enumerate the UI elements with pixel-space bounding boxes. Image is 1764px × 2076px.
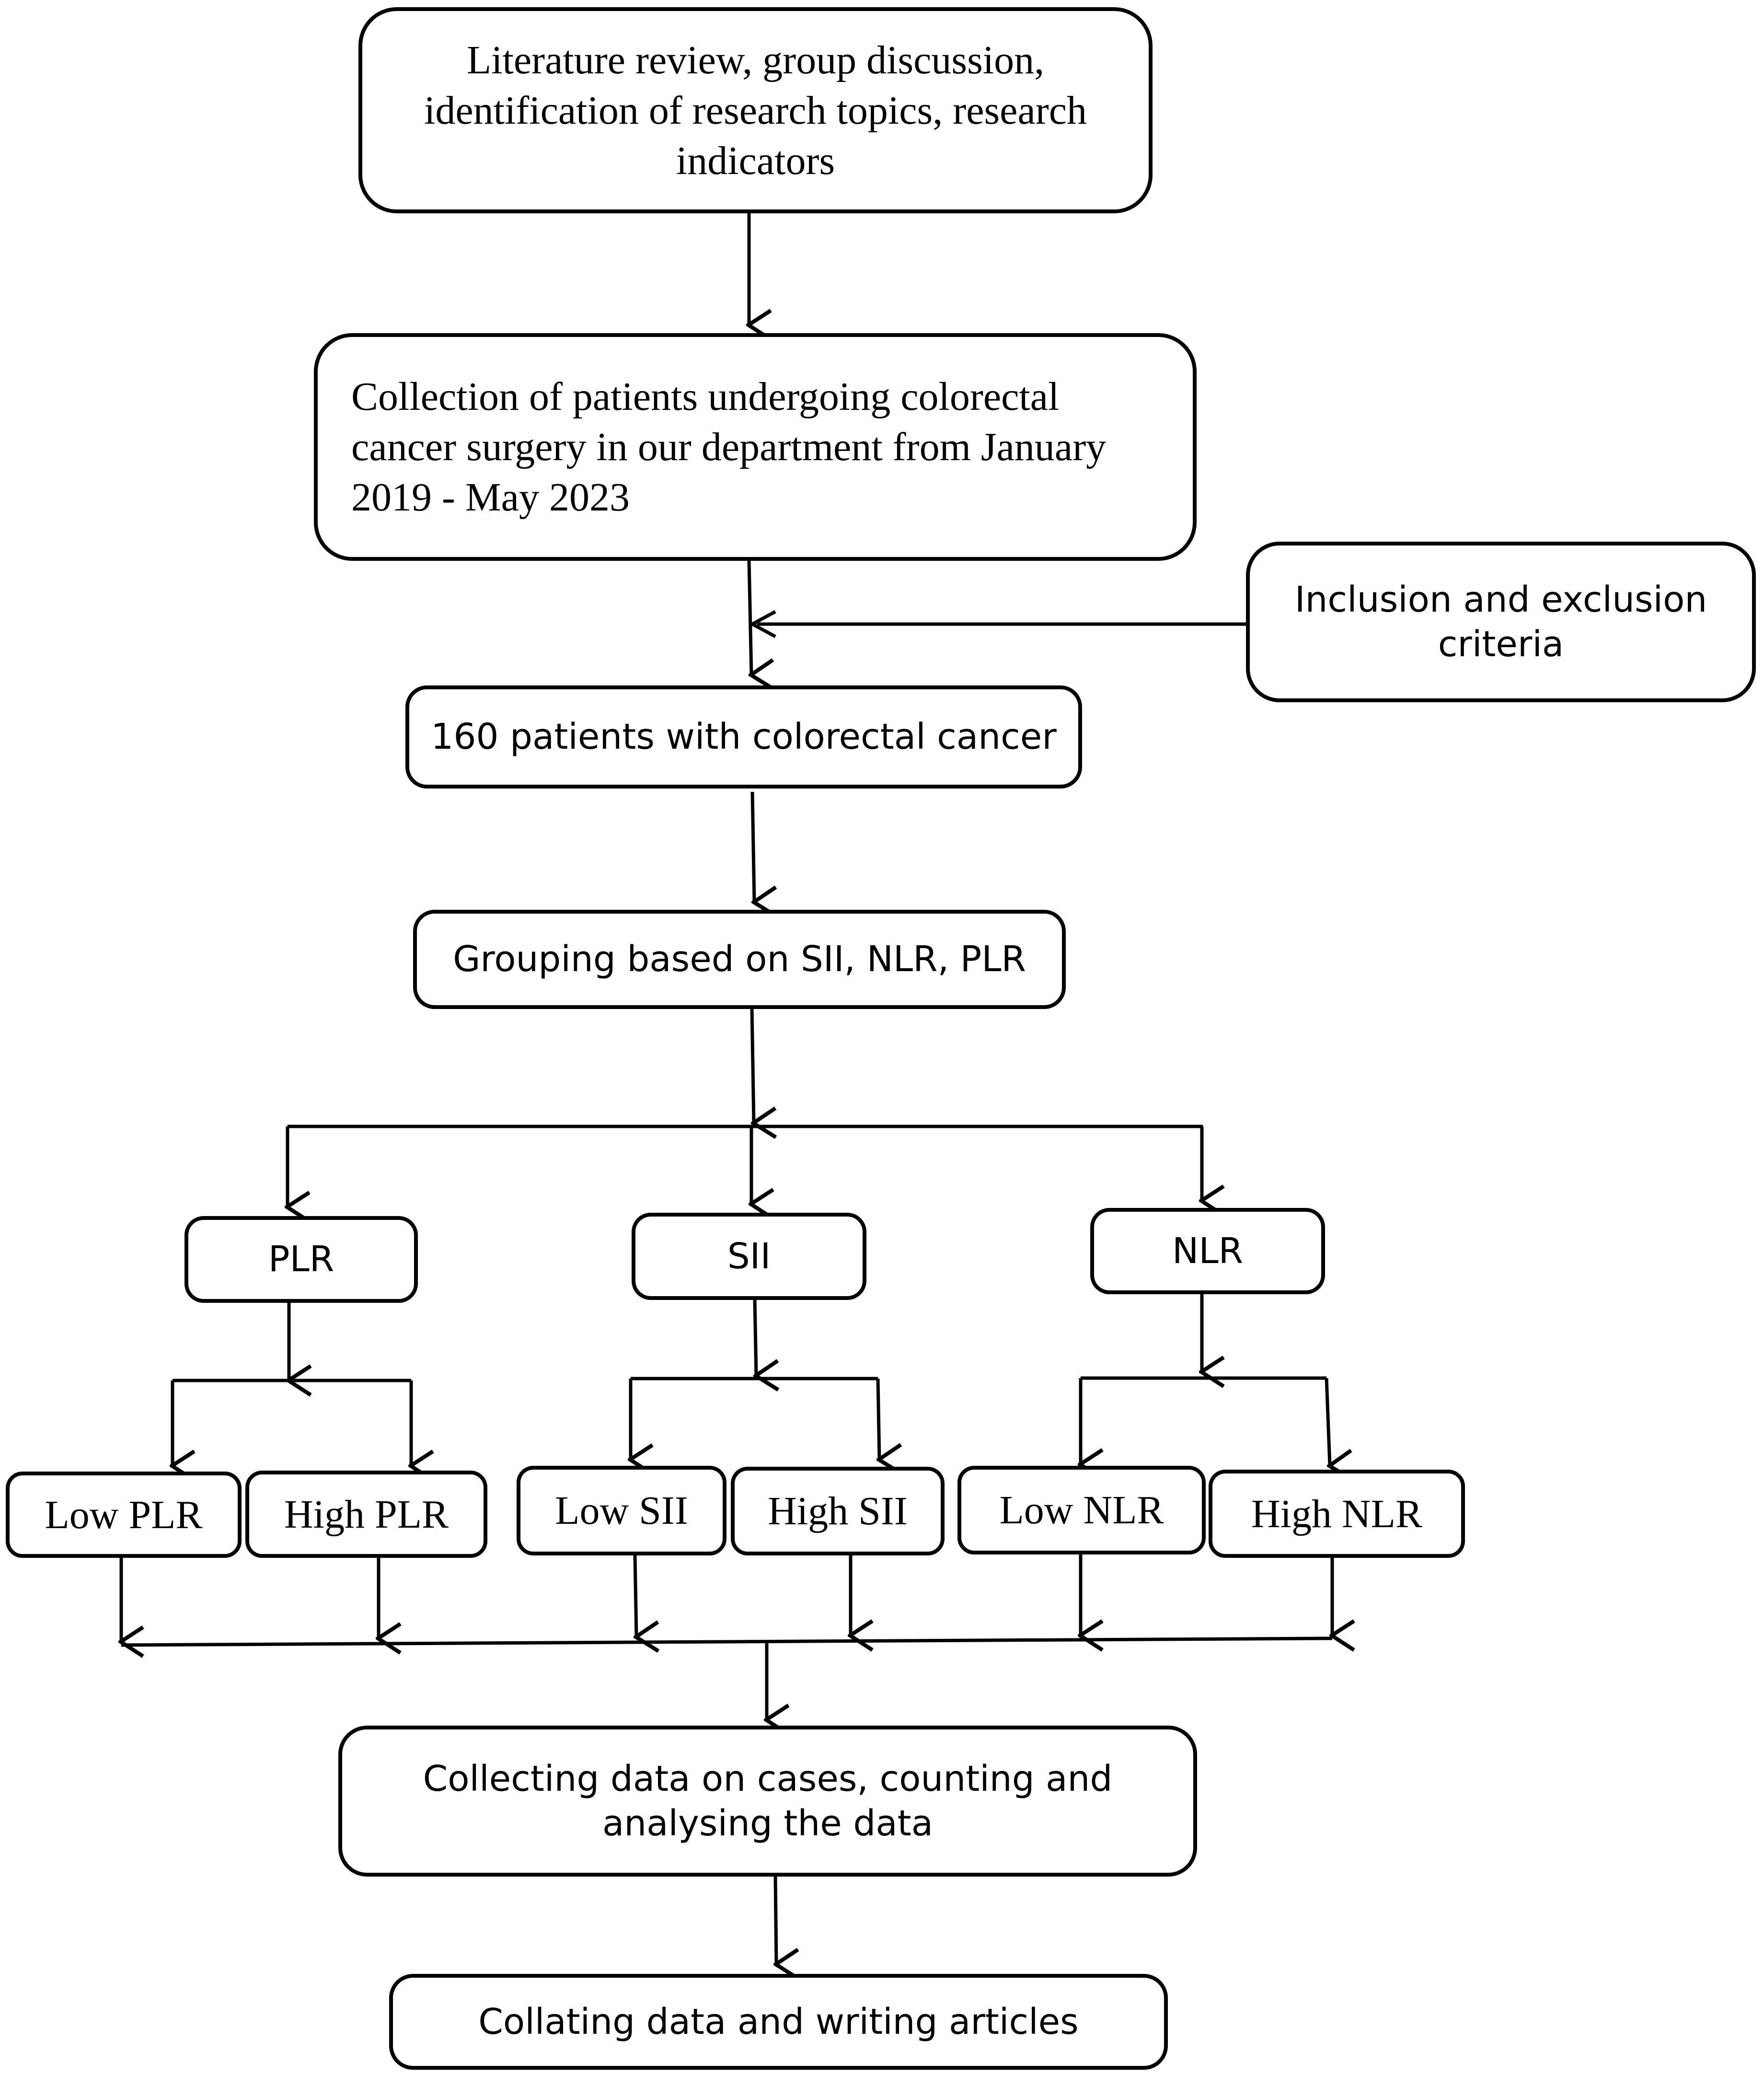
node-inclusion-criteria: Inclusion and exclusion criteria: [1246, 542, 1756, 702]
arrow-sii-down: [753, 1299, 756, 1376]
node-collating: Collating data and writing articles: [389, 1974, 1168, 2070]
arrow-patients-to-grouping: [750, 791, 754, 902]
node-literature-review: Literature review, group discussion, ide…: [358, 7, 1153, 213]
arrow-collecting-to-collating: [775, 1876, 776, 1964]
arrow-to-high-sii: [876, 1378, 879, 1460]
node-sii: SII: [632, 1213, 866, 1300]
node-patients: 160 patients with colorectal cancer: [405, 685, 1082, 789]
node-low-sii: Low SII: [517, 1466, 726, 1555]
node-low-nlr: Low NLR: [957, 1466, 1206, 1554]
node-grouping: Grouping based on SII, NLR, PLR: [413, 910, 1066, 1009]
arrow-inclusion-head: [749, 610, 776, 638]
arrow-low-sii-down: [633, 1555, 636, 1637]
node-high-nlr: High NLR: [1209, 1470, 1465, 1558]
arrow-to-high-nlr: [1325, 1378, 1330, 1466]
node-high-sii: High SII: [731, 1467, 945, 1555]
node-high-plr: High PLR: [245, 1471, 487, 1558]
merge-bar: [121, 1636, 1333, 1647]
arrow-grouping-to-split: [750, 1009, 754, 1123]
node-nlr: NLR: [1090, 1208, 1325, 1294]
node-plr: PLR: [184, 1216, 418, 1303]
node-collecting-data: Collecting data on cases, counting and a…: [338, 1726, 1197, 1877]
node-low-plr: Low PLR: [6, 1472, 242, 1558]
node-collection: Collection of patients undergoing colore…: [314, 333, 1197, 561]
arrow-collection-to-patients: [747, 560, 751, 675]
